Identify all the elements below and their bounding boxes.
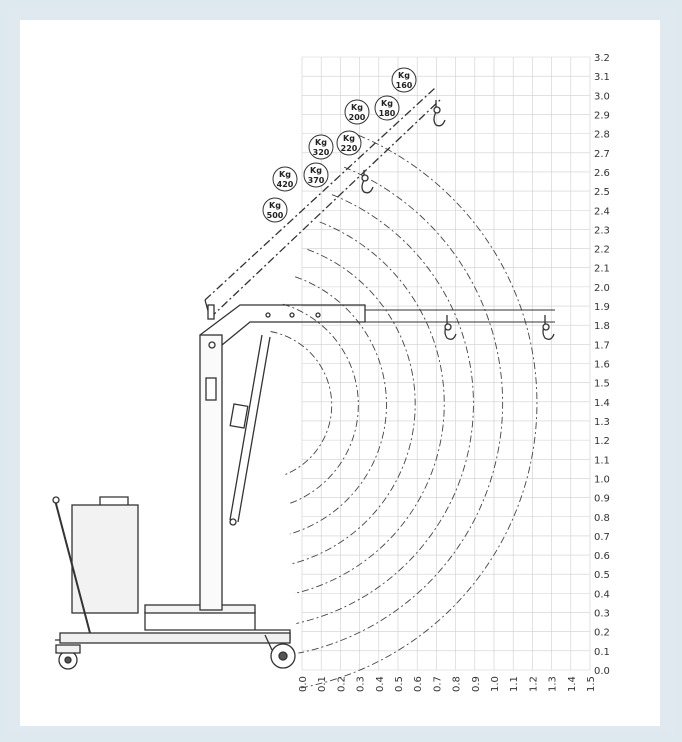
capacity-value: 500: [267, 211, 284, 220]
y-tick-label: 3.1: [594, 72, 610, 83]
wheel-icon: [264, 634, 296, 669]
capacity-unit: Kg: [398, 71, 410, 80]
crane-drawing: [52, 87, 555, 670]
capacity-value: 180: [379, 109, 396, 118]
y-tick-label: 2.1: [594, 264, 610, 275]
capacity-unit: Kg: [351, 103, 363, 112]
y-tick-label: 2.8: [594, 130, 610, 141]
x-tick-label: 0.4: [375, 676, 386, 692]
y-tick-label: 0.0: [594, 666, 610, 677]
capacity-unit: Kg: [315, 138, 327, 147]
reach-arc: [293, 221, 445, 595]
hook-icon: [444, 315, 457, 340]
y-tick-label: 0.4: [594, 589, 610, 600]
y-tick-label: 0.2: [594, 628, 610, 639]
capacity-value: 320: [313, 148, 330, 157]
y-tick-label: 1.5: [594, 379, 610, 390]
y-tick-label: 1.7: [594, 340, 610, 351]
y-tick-label: 0.9: [594, 494, 610, 505]
hook-icon: [542, 315, 555, 340]
capacity-unit: Kg: [310, 166, 322, 175]
wheel-icon: [55, 644, 81, 670]
x-tick-label: 0.8: [452, 676, 463, 692]
x-axis-ticks: 0.0 0.1 0.2 0.3 0.4 0.5 0.6 0.7 0.8 0.9 1.0 1.1 1.2 1…: [298, 676, 597, 692]
x-tick-label: 0.6: [413, 676, 424, 692]
hook-icon: [433, 100, 446, 127]
x-tick-label: 0.7: [432, 676, 443, 692]
reach-arc: [298, 166, 504, 654]
reach-arc: [270, 331, 333, 475]
y-tick-label: 2.7: [594, 149, 610, 160]
capacity-value: 370: [308, 176, 325, 185]
x-tick-label: 0.2: [336, 676, 347, 692]
x-tick-label: 1.4: [567, 676, 578, 692]
x-tick-label: 1.0: [490, 676, 501, 692]
y-tick-label: 2.3: [594, 225, 610, 236]
reach-arc: [289, 276, 387, 535]
y-tick-label: 0.8: [594, 513, 610, 524]
y-tick-label: 1.2: [594, 436, 610, 447]
grid: [301, 56, 591, 671]
y-tick-label: 0.7: [594, 532, 610, 543]
x-tick-label: 0.3: [356, 676, 367, 692]
x-tick-label: 1.1: [509, 676, 520, 692]
y-tick-label: 0.5: [594, 570, 610, 581]
y-tick-label: 2.2: [594, 245, 610, 256]
y-tick-label: 2.5: [594, 187, 610, 198]
reach-arc: [296, 194, 474, 624]
capacity-unit: Kg: [343, 134, 355, 143]
y-tick-label: 2.4: [594, 206, 610, 217]
x-tick-label: 1.5: [586, 676, 597, 692]
y-tick-label: 3.2: [594, 53, 610, 64]
capacity-unit: Kg: [279, 170, 291, 179]
capacity-value: 420: [277, 180, 294, 189]
x-tick-label: 1.2: [528, 676, 539, 692]
y-tick-label: 1.1: [594, 455, 610, 466]
y-tick-label: 1.0: [594, 474, 610, 485]
y-tick-label: 2.0: [594, 283, 610, 294]
capacity-unit: Kg: [269, 201, 281, 210]
hook-icon: [361, 170, 374, 194]
y-tick-label: 1.3: [594, 417, 610, 428]
y-tick-label: 2.6: [594, 168, 610, 179]
y-tick-label: 1.4: [594, 398, 610, 409]
x-tick-label: 0.1: [317, 676, 328, 692]
reach-arcs: [270, 134, 538, 689]
capacity-unit: Kg: [381, 99, 393, 108]
reach-arc: [291, 248, 416, 565]
y-tick-label: 3.0: [594, 91, 610, 102]
y-tick-label: 1.8: [594, 321, 610, 332]
y-tick-label: 1.6: [594, 360, 610, 371]
capacity-value: 200: [349, 113, 366, 122]
capacity-value: 160: [396, 81, 413, 90]
reach-arc: [300, 134, 538, 689]
y-tick-label: 2.9: [594, 110, 610, 121]
capacity-value: 220: [341, 144, 358, 153]
x-tick-label: 0.5: [394, 676, 405, 692]
y-tick-label: 0.1: [594, 647, 610, 658]
y-axis-ticks: 0.0 0.1 0.2 0.3 0.4 0.5 0.6 0.7 0.8 0.9 1.0 1.1 1.2 1…: [594, 53, 610, 677]
x-tick-label: 0.0: [298, 676, 309, 692]
x-tick-label: 0.9: [471, 676, 482, 692]
y-tick-label: 0.3: [594, 609, 610, 620]
reach-arc: [282, 303, 359, 505]
y-tick-label: 0.6: [594, 551, 610, 562]
x-tick-label: 1.3: [548, 676, 559, 692]
y-tick-label: 1.9: [594, 302, 610, 313]
